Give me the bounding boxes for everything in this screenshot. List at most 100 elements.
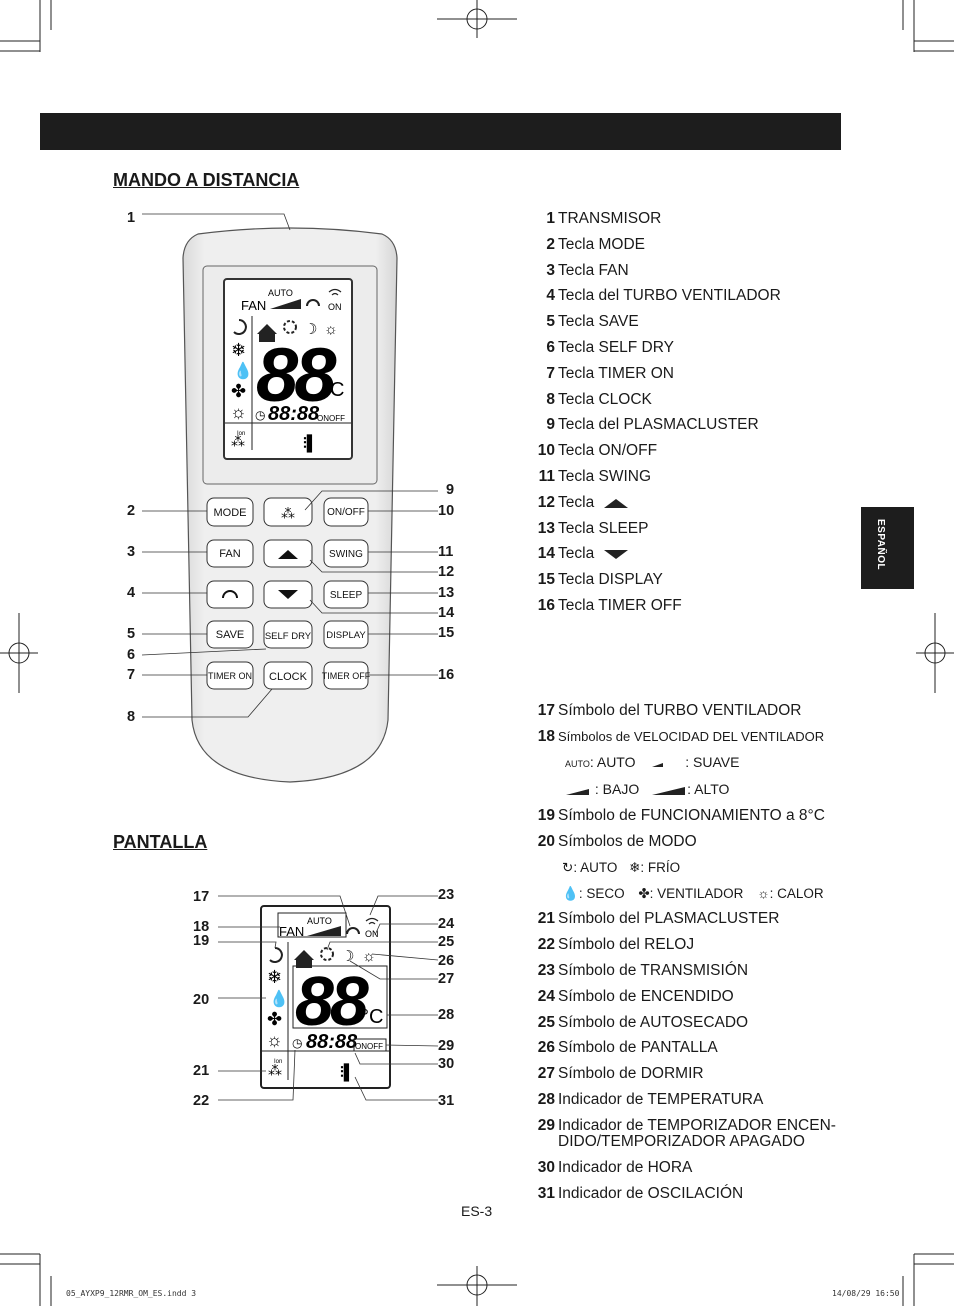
home-icon [257,324,277,342]
remote-callout-6: 6 [127,647,136,663]
display-self-dry-icon [320,947,334,961]
remote-lcd-fan: FAN [241,298,266,313]
display-swing-icon: ⫶▌ [340,1063,354,1082]
timer-off-button: TIMER OFF [322,671,371,681]
display-callout-29: 29 [438,1038,455,1054]
display-callout-23: 23 [438,887,455,903]
display-cool-icon: ❄ [267,967,282,987]
remote-callout-16: 16 [438,667,455,683]
soft-speed-icon [652,762,664,767]
low-speed-icon [566,788,589,795]
fan-legend-icon: ✤ [638,885,650,901]
header-bar [40,113,841,150]
display-lcd-auto: AUTO [307,916,332,926]
footer-file: 05_AYXP9_12RMR_OM_ES.indd 3 [66,1289,197,1298]
display-lcd-on: ON [365,929,379,939]
swing-indicator-icon: ⫶▌ [303,434,317,453]
display-moon-icon: ☽ [341,948,354,965]
display-callout-20: 20 [193,992,210,1008]
display-callout-18: 18 [193,919,210,935]
up-button-icon [278,550,298,559]
remote-lcd-onoff: ONOFF [317,414,345,423]
save-button: SAVE [216,629,245,641]
display-callout-17: 17 [193,889,210,905]
display-callout-24: 24 [438,916,455,932]
clock-button: CLOCK [269,671,308,683]
remote-lcd-on: ON [328,302,342,312]
sleep-moon-icon: ☽ [304,321,317,338]
display-callout-21: 21 [193,1063,210,1079]
display-illustration: AUTO FAN ON ❄ 💧 ✤ ☼ ☽ ☼ 88 °C ◷ 88:88 ON… [218,895,439,1101]
display-callout-19: 19 [193,933,210,949]
page-number: ES-3 [461,1203,493,1219]
display-callout-31: 31 [438,1093,455,1109]
display-callout-25: 25 [438,934,455,950]
remote-callout-10: 10 [438,503,455,519]
language-tab: ESPAÑOL [861,507,914,589]
turbo-button-icon [222,590,238,599]
auto-legend-icon: ↻ [562,859,574,875]
remote-illustration: AUTO FAN ON ❄ 💧 ✤ ☼ ☽ ☼ 88 °C ◷ 88:88 ON… [141,213,438,783]
language-label: ESPAÑOL [875,519,886,571]
down-arrow-icon [603,550,628,560]
remote-callout-11: 11 [438,544,454,560]
remote-callout-15: 15 [438,625,455,641]
fan-speed-legend-row-1: AUTO: AUTO : SUAVE [565,753,740,770]
display-lcd-temperature: 88 [295,962,369,1040]
down-button-icon [278,590,298,599]
display-sun-icon: ☼ [362,948,376,965]
display-fan-speed-icon [307,926,341,936]
remote-lcd-clock: 88:88 [268,403,320,425]
remote-callout-9: 9 [446,482,455,498]
display-turbo-icon [346,927,360,935]
display-lcd-ion: Ion [274,1059,282,1065]
remote-callout-3: 3 [127,544,136,560]
display-lcd-onoff: ONOFF [355,1042,383,1051]
remote-lcd-auto: AUTO [268,288,293,298]
mode-button: MODE [214,507,247,519]
display-lcd-clock: 88:88 [306,1031,358,1053]
turbo-fan-icon [306,299,320,307]
display-callout-22: 22 [193,1093,210,1109]
high-speed-icon [652,786,686,795]
transmit-icon [328,288,342,296]
display-dry-icon: 💧 [269,989,289,1008]
dry-mode-icon: 💧 [233,361,253,380]
self-dry-button: SELF DRY [265,631,312,642]
display-callout-27: 27 [438,971,455,987]
display-callout-26: 26 [438,953,455,969]
cool-mode-icon: ❄ [231,340,246,360]
plasmacluster-icon: ⁂ [231,433,245,449]
fan-speed-legend-row-2: : BAJO : ALTO [535,777,836,803]
display-lcd-unit: °C [361,1006,383,1028]
remote-callout-1: 1 [127,210,136,226]
heat-mode-icon: ☼ [230,402,247,422]
display-callout-30: 30 [438,1056,455,1072]
remote-lcd-temperature: 88 [256,333,337,418]
remote-callout-4: 4 [127,585,136,601]
remote-section-title: MANDO A DISTANCIA [113,170,300,190]
